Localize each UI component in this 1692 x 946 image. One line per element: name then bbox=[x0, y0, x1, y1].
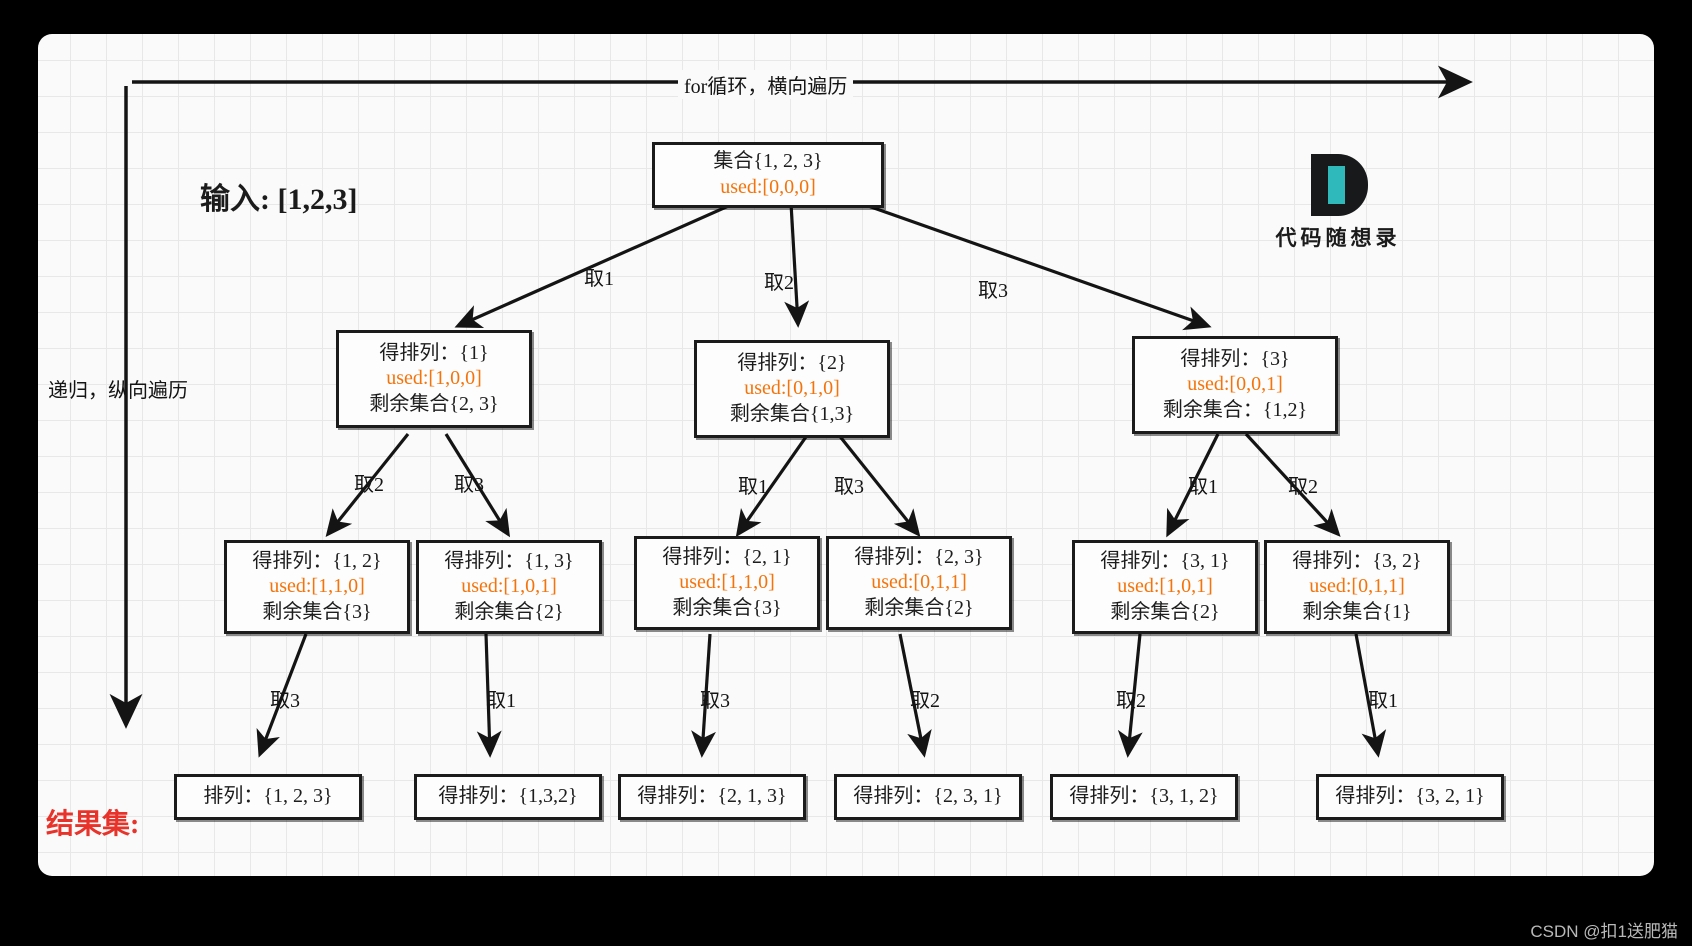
leaf-1-text: 排列：{1, 2, 3} bbox=[203, 785, 333, 808]
node-l2-1-line1: 得排列：{1, 2} bbox=[252, 549, 382, 572]
node-l1-1-line1: 得排列：{1} bbox=[379, 341, 489, 364]
node-l2-4-used: used:[0,1,1] bbox=[871, 571, 967, 594]
edge-label-l1-2: 取2 bbox=[764, 272, 794, 294]
edge-label-l2-1: 取2 bbox=[354, 474, 384, 496]
logo-d-icon bbox=[1305, 152, 1371, 218]
leaf-4: 得排列：{2, 3, 1} bbox=[834, 774, 1022, 820]
node-l1-3-line1: 得排列：{3} bbox=[1180, 347, 1290, 370]
node-l2-5-line3: 剩余集合{2} bbox=[1110, 600, 1220, 623]
node-l2-3-line3: 剩余集合{3} bbox=[672, 596, 782, 619]
leaf-6: 得排列：{3, 2, 1} bbox=[1316, 774, 1504, 820]
node-l2-2-line1: 得排列：{1, 3} bbox=[444, 549, 574, 572]
leaf-2: 得排列：{1,3,2} bbox=[414, 774, 602, 820]
edge-label-l3-1: 取3 bbox=[270, 690, 300, 712]
input-label: 输入: [1,2,3] bbox=[200, 183, 358, 216]
node-l1-1-line3: 剩余集合{2, 3} bbox=[369, 392, 499, 415]
node-l1-3-used: used:[0,0,1] bbox=[1187, 373, 1283, 396]
node-l1-2-line3: 剩余集合{1,3} bbox=[729, 402, 855, 425]
node-l2-6-line1: 得排列：{3, 2} bbox=[1292, 549, 1422, 572]
node-l2-2: 得排列：{1, 3} used:[1,0,1] 剩余集合{2} bbox=[416, 540, 602, 634]
leaf-5-text: 得排列：{3, 1, 2} bbox=[1069, 785, 1219, 808]
node-l2-5: 得排列：{3, 1} used:[1,0,1] 剩余集合{2} bbox=[1072, 540, 1258, 634]
node-l1-2-used: used:[0,1,0] bbox=[744, 377, 840, 400]
node-l2-4: 得排列：{2, 3} used:[0,1,1] 剩余集合{2} bbox=[826, 536, 1012, 630]
leaf-6-text: 得排列：{3, 2, 1} bbox=[1335, 785, 1485, 808]
node-l2-3-line1: 得排列：{2, 1} bbox=[662, 545, 792, 568]
watermark: CSDN @扣1送肥猫 bbox=[1530, 922, 1678, 941]
node-l2-3-used: used:[1,1,0] bbox=[679, 571, 775, 594]
node-l1-3: 得排列：{3} used:[0,0,1] 剩余集合：{1,2} bbox=[1132, 336, 1338, 434]
node-l2-2-line3: 剩余集合{2} bbox=[454, 600, 564, 623]
leaf-3-text: 得排列：{2, 1, 3} bbox=[637, 785, 787, 808]
node-l2-4-line1: 得排列：{2, 3} bbox=[854, 545, 984, 568]
edge-label-l2-6: 取2 bbox=[1288, 476, 1318, 498]
node-l1-2: 得排列：{2} used:[0,1,0] 剩余集合{1,3} bbox=[694, 340, 890, 438]
node-l1-1-used: used:[1,0,0] bbox=[386, 367, 482, 390]
edge-label-l2-5: 取1 bbox=[1188, 476, 1218, 498]
leaf-1: 排列：{1, 2, 3} bbox=[174, 774, 362, 820]
edge-label-l3-6: 取1 bbox=[1368, 690, 1398, 712]
diagram-canvas: for循环，横向遍历 递归，纵向遍历 输入: [1,2,3] 结果集: 代码随想… bbox=[38, 34, 1654, 876]
leaf-5: 得排列：{3, 1, 2} bbox=[1050, 774, 1238, 820]
node-l2-6-used: used:[0,1,1] bbox=[1309, 575, 1405, 598]
logo-caption: 代码随想录 bbox=[1275, 226, 1401, 250]
node-l2-6: 得排列：{3, 2} used:[0,1,1] 剩余集合{1} bbox=[1264, 540, 1450, 634]
node-l2-6-line3: 剩余集合{1} bbox=[1302, 600, 1412, 623]
node-l2-4-line3: 剩余集合{2} bbox=[864, 596, 974, 619]
node-l1-3-line3: 剩余集合：{1,2} bbox=[1162, 398, 1308, 421]
edge-label-l3-2: 取1 bbox=[486, 690, 516, 712]
result-set-label: 结果集: bbox=[46, 809, 140, 840]
edge-label-l2-4: 取3 bbox=[834, 476, 864, 498]
edge-label-l2-3: 取1 bbox=[738, 476, 768, 498]
leaf-4-text: 得排列：{2, 3, 1} bbox=[853, 785, 1003, 808]
node-root-used: used:[0,0,0] bbox=[720, 176, 816, 198]
node-l2-1-used: used:[1,1,0] bbox=[269, 575, 365, 598]
node-l1-2-line1: 得排列：{2} bbox=[737, 351, 847, 374]
node-l2-1: 得排列：{1, 2} used:[1,1,0] 剩余集合{3} bbox=[224, 540, 410, 634]
node-root-line1: 集合{1, 2, 3} bbox=[713, 150, 823, 173]
axis-label-horizontal: for循环，横向遍历 bbox=[678, 70, 854, 99]
node-l2-2-used: used:[1,0,1] bbox=[461, 575, 557, 598]
node-l1-1: 得排列：{1} used:[1,0,0] 剩余集合{2, 3} bbox=[336, 330, 532, 428]
node-l2-5-used: used:[1,0,1] bbox=[1117, 575, 1213, 598]
leaf-2-text: 得排列：{1,3,2} bbox=[438, 785, 578, 808]
leaf-3: 得排列：{2, 1, 3} bbox=[618, 774, 806, 820]
node-root: 集合{1, 2, 3} used:[0,0,0] bbox=[652, 142, 884, 208]
node-l2-1-line3: 剩余集合{3} bbox=[262, 600, 372, 623]
axis-label-vertical: 递归，纵向遍历 bbox=[48, 380, 188, 402]
node-l2-3: 得排列：{2, 1} used:[1,1,0] 剩余集合{3} bbox=[634, 536, 820, 630]
edge-label-l3-4: 取2 bbox=[910, 690, 940, 712]
edge-label-l2-2: 取3 bbox=[454, 474, 484, 496]
node-l2-5-line1: 得排列：{3, 1} bbox=[1100, 549, 1230, 572]
edge-label-l3-5: 取2 bbox=[1116, 690, 1146, 712]
edge-label-l1-3: 取3 bbox=[978, 280, 1008, 302]
edge-label-l1-1: 取1 bbox=[584, 268, 614, 290]
edge-label-l3-3: 取3 bbox=[700, 690, 730, 712]
brand-logo: 代码随想录 bbox=[1253, 152, 1423, 252]
